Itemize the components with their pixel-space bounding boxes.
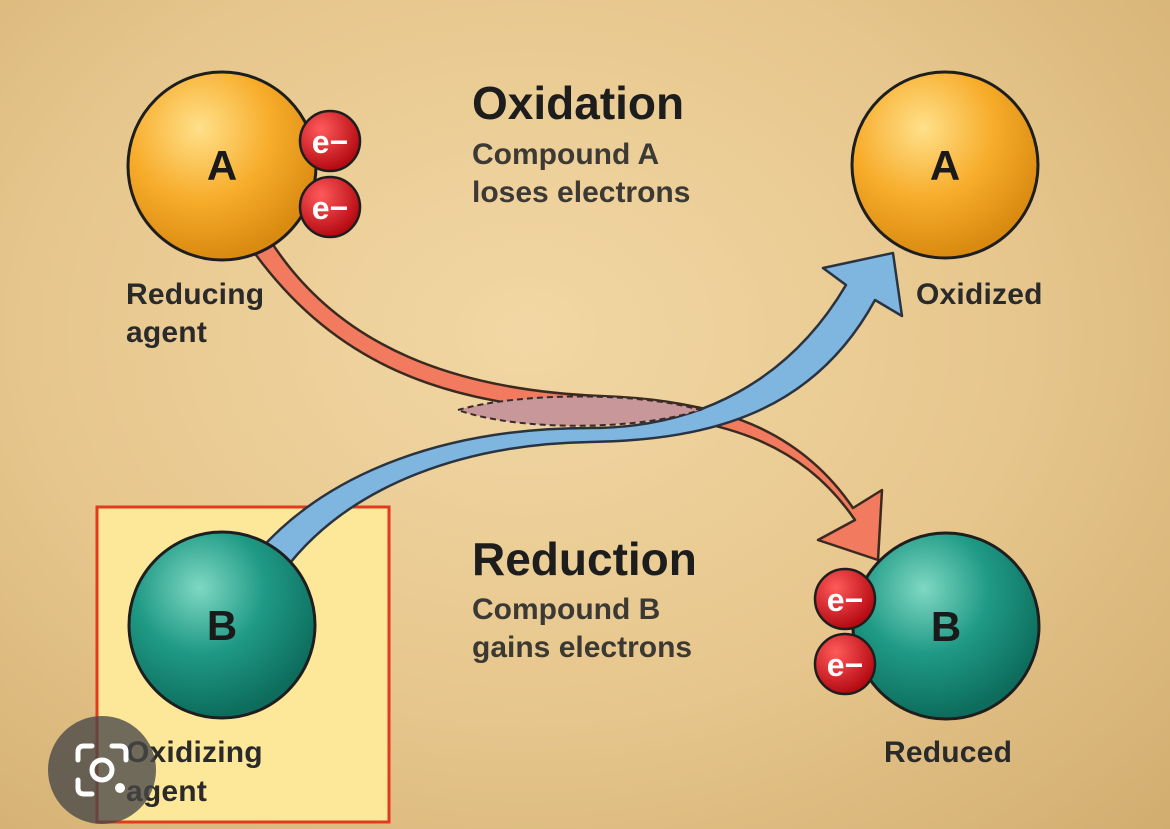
compound-a-oxidized: A bbox=[850, 70, 1040, 260]
reducing-agent-label-line2: agent bbox=[126, 316, 208, 349]
reduction-arrow bbox=[256, 251, 904, 574]
electron-a-1: e− bbox=[298, 109, 362, 173]
compound-b-oxidizing: B bbox=[127, 530, 317, 720]
lens-camera-icon bbox=[75, 743, 129, 797]
electron-b-1: e− bbox=[813, 567, 877, 631]
svg-text:B: B bbox=[207, 602, 237, 649]
reduction-heading: Reduction bbox=[472, 533, 697, 585]
reducing-agent-label-line1: Reducing bbox=[126, 278, 265, 311]
reduction-line2: gains electrons bbox=[472, 631, 693, 664]
svg-text:e−: e− bbox=[827, 582, 863, 618]
reduction-line1: Compound B bbox=[472, 593, 661, 626]
electron-a-2: e− bbox=[298, 175, 362, 239]
visual-search-icon[interactable] bbox=[48, 716, 156, 824]
reduced-label: Reduced bbox=[884, 736, 1013, 769]
svg-text:e−: e− bbox=[312, 124, 348, 160]
svg-text:A: A bbox=[930, 142, 960, 189]
oxidation-heading: Oxidation bbox=[472, 77, 685, 129]
compound-b-reduced: B bbox=[851, 531, 1041, 721]
svg-text:B: B bbox=[931, 603, 961, 650]
svg-text:e−: e− bbox=[827, 647, 863, 683]
oxidation-line2: loses electrons bbox=[472, 176, 691, 209]
arrow-overlap bbox=[454, 395, 704, 427]
oxidation-line1: Compound A bbox=[472, 138, 660, 171]
oxidized-label: Oxidized bbox=[916, 278, 1043, 311]
compound-a-reducing: A bbox=[126, 70, 318, 262]
compound-a-letter: A bbox=[207, 142, 237, 189]
svg-text:e−: e− bbox=[312, 190, 348, 226]
electron-b-2: e− bbox=[813, 632, 877, 696]
